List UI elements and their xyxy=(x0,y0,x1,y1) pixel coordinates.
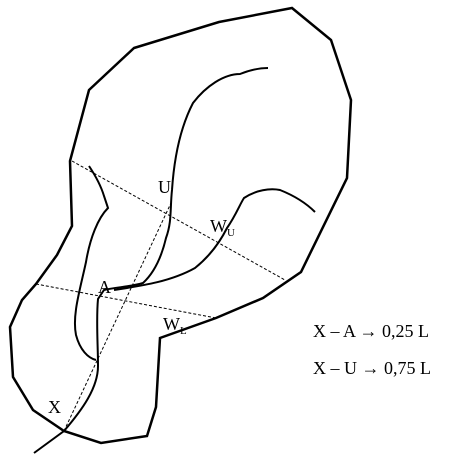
label-wl-main: W xyxy=(163,314,180,334)
label-a: A xyxy=(98,277,111,297)
note-x-a: X – A → 0,25 L xyxy=(313,321,429,341)
label-x: X xyxy=(48,397,61,417)
watershed-boundary xyxy=(8,6,353,445)
label-wu-main: W xyxy=(210,216,227,236)
label-wu-sub: U xyxy=(227,227,235,239)
main-stream xyxy=(33,67,269,454)
width-line-wl xyxy=(35,283,217,319)
left-tributary xyxy=(73,165,110,361)
label-wl: WL xyxy=(163,314,187,337)
label-wl-sub: L xyxy=(180,325,187,337)
label-wu: WU xyxy=(210,216,235,239)
channel-line-x-u xyxy=(63,202,172,432)
label-u: U xyxy=(158,177,171,197)
width-line-wu xyxy=(71,160,286,281)
note-x-u: X – U → 0,75 L xyxy=(313,358,431,378)
right-tributary xyxy=(113,188,316,291)
